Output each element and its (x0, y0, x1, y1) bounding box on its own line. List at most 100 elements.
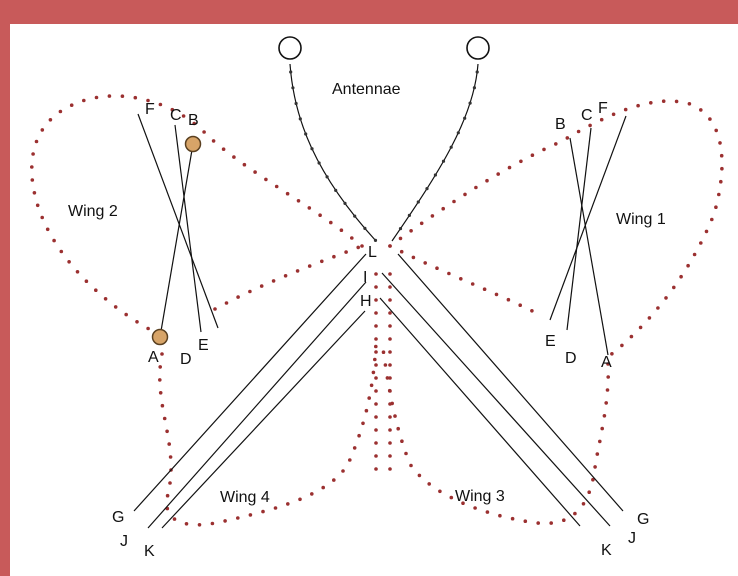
outline-dot (438, 489, 442, 494)
outline-dot (181, 114, 186, 118)
antenna-dot (289, 70, 293, 74)
outline-dot (623, 107, 628, 112)
outline-dot (399, 249, 404, 254)
outline-dot (461, 501, 465, 506)
outline-dot (296, 199, 301, 203)
outline-dot (714, 128, 718, 133)
outline-dot (679, 274, 683, 279)
outline-dot (459, 277, 463, 281)
outline-dot (298, 497, 302, 502)
outline-dot (307, 264, 312, 268)
point-label: A (601, 354, 612, 371)
outline-dot (285, 191, 290, 196)
outline-dot (562, 518, 566, 522)
outline-dot (699, 108, 703, 112)
outline-dot (507, 165, 512, 170)
outline-dot (34, 139, 39, 144)
stitch-line (137, 113, 219, 329)
outline-dot (427, 482, 432, 486)
antenna-dot (334, 188, 338, 192)
outline-dot (388, 272, 392, 276)
outline-dot (344, 250, 348, 254)
antenna-dot (449, 145, 453, 149)
outline-dot (473, 506, 477, 510)
outline-dot (398, 236, 403, 241)
antenna-dot (463, 116, 467, 120)
outline-dot (374, 376, 378, 380)
antenna-dot (425, 187, 429, 191)
outline-dot (686, 263, 690, 268)
outline-dot (160, 352, 164, 356)
outline-dot (224, 301, 229, 305)
bead-icon (151, 328, 169, 346)
antenna-dot (416, 200, 420, 204)
outline-dot (67, 260, 71, 264)
outline-dot (606, 375, 610, 379)
outline-dot (409, 229, 413, 233)
outline-dot (404, 451, 408, 456)
outline-dot (554, 142, 558, 146)
outline-dot (168, 481, 172, 485)
outline-dot (588, 123, 592, 128)
antennae (278, 36, 490, 242)
outline-dot (318, 213, 322, 217)
outline-dot (165, 429, 169, 434)
outline-dot (510, 516, 515, 521)
outline-dot (59, 249, 64, 254)
outline-dot (48, 118, 53, 122)
outline-dot (339, 228, 344, 232)
stitch-line (174, 124, 202, 333)
left-antenna-ring-icon (278, 36, 302, 60)
outline-dot (374, 467, 378, 471)
outline-dot (271, 279, 276, 283)
outline-dot (197, 523, 202, 527)
outline-dot (135, 320, 139, 324)
outline-dot (286, 502, 290, 506)
point-label: B (188, 112, 199, 129)
outline-dot (388, 311, 392, 315)
outline-dot (374, 311, 378, 315)
outline-dot (133, 95, 138, 100)
outline-dot (94, 95, 99, 100)
outline-dot (674, 99, 679, 104)
antenna-dot (456, 131, 460, 135)
outline-dot (549, 521, 553, 525)
outline-dot (264, 177, 268, 182)
stitch-line (133, 253, 367, 512)
outline-dot (383, 363, 388, 367)
outline-dot (718, 141, 722, 145)
outline-dot (599, 117, 604, 122)
outline-dot (210, 521, 215, 526)
outline-dot (94, 288, 98, 293)
outline-dot (498, 513, 502, 518)
outline-dot (519, 159, 523, 164)
outline-dot (364, 408, 369, 413)
outline-dot (649, 101, 653, 105)
outline-dot (223, 519, 227, 523)
outline-dot (388, 454, 392, 458)
outline-dot (388, 350, 392, 354)
outline-dot (388, 441, 392, 445)
diagram-panel: Antennae Wing 2 Wing 1 Wing 4 Wing 3 F C… (10, 24, 738, 576)
outline-dot (409, 463, 413, 468)
outline-dot (388, 244, 392, 248)
outline-dot (165, 493, 170, 498)
outline-dot (236, 295, 240, 299)
outline-dot (423, 261, 428, 265)
outline-dot (45, 227, 50, 232)
outline-dot (373, 357, 377, 362)
outline-dot (610, 352, 614, 356)
outline-dot (542, 147, 546, 152)
outline-dot (158, 365, 162, 369)
outline-dot (636, 103, 640, 108)
outline-dot (374, 454, 378, 458)
outline-dot (430, 214, 435, 218)
outline-dot (388, 389, 392, 393)
outline-dot (704, 229, 709, 234)
outline-dot (221, 147, 226, 151)
outline-dot (720, 166, 724, 171)
outline-dot (708, 117, 712, 121)
outline-dot (417, 473, 422, 478)
outline-dot (158, 102, 163, 107)
outline-dot (160, 403, 165, 408)
